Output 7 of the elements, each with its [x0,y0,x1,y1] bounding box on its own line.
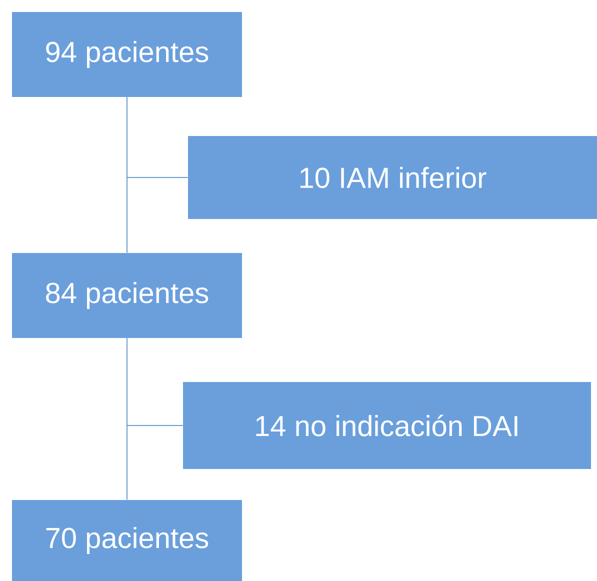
process-box: 94 pacientes [12,12,242,97]
process-box: 70 pacientes [12,500,242,581]
connector-line [126,338,184,426]
process-box: 10 IAM inferior [188,136,597,219]
process-box: 14 no indicación DAI [183,382,591,469]
process-box: 84 pacientes [12,253,242,338]
connector-line [126,96,188,178]
